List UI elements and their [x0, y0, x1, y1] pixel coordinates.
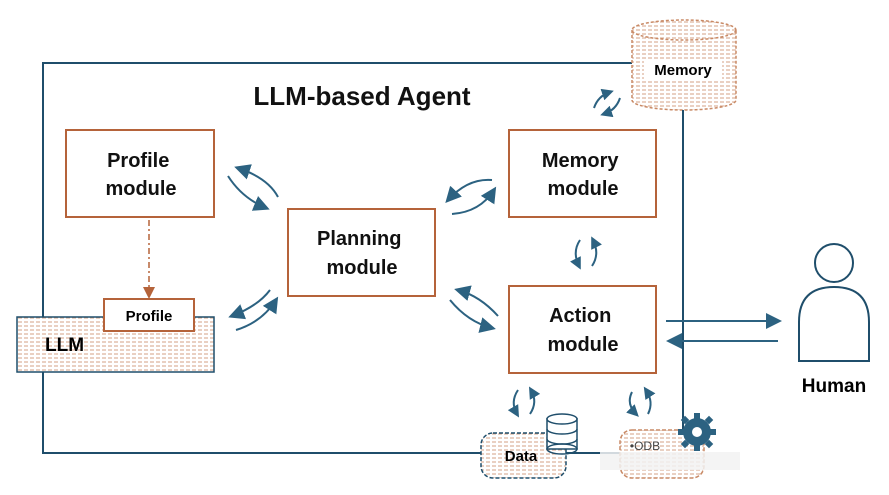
- memory-store-cylinder: Memory: [631, 19, 737, 111]
- arrow-planning-action: [449, 285, 499, 333]
- memory-module-line1: Memory: [542, 150, 620, 172]
- data-store-label: Data: [505, 448, 538, 465]
- arrow-planning-llm: [228, 289, 279, 331]
- memory-store-label: Memory: [654, 62, 712, 79]
- action-module-line2: module: [547, 334, 618, 356]
- arrow-action-data: [507, 386, 541, 418]
- action-module[interactable]: Action module: [508, 285, 657, 374]
- arrow-planning-memory: [445, 178, 497, 215]
- memory-module[interactable]: Memory module: [508, 129, 657, 218]
- data-store[interactable]: Data: [480, 432, 567, 479]
- llm-profile-tab[interactable]: Profile: [103, 298, 195, 332]
- human-head-icon: [814, 243, 854, 283]
- planning-module-line2: module: [326, 257, 397, 279]
- arrow-memory-store: [593, 88, 621, 118]
- llm-profile-tab-label: Profile: [126, 308, 173, 325]
- tool-store-label: •ODB: [630, 439, 660, 453]
- human-figure: Human: [798, 243, 870, 397]
- human-body-icon: [798, 285, 870, 362]
- action-module-line1: Action: [549, 305, 611, 327]
- arrow-memory-action: [570, 236, 602, 270]
- planning-module-line1: Planning: [317, 228, 401, 250]
- profile-module-line2: module: [105, 178, 176, 200]
- diagram-title: LLM-based Agent: [253, 81, 470, 111]
- arrow-profile-planning: [227, 164, 279, 211]
- profile-module-line1: Profile: [107, 150, 169, 172]
- svg-text:Action module: Action module: [547, 305, 618, 356]
- svg-text:Planning module: Planning module: [317, 228, 407, 279]
- gear-icon: [678, 413, 716, 451]
- human-label: Human: [802, 376, 866, 397]
- tool-store[interactable]: •ODB: [600, 429, 740, 479]
- memory-module-line2: module: [547, 178, 618, 200]
- svg-text:Profile module: Profile module: [105, 150, 176, 200]
- planning-module[interactable]: Planning module: [287, 208, 436, 297]
- arrow-action-tool: [626, 386, 656, 417]
- database-icon: [546, 413, 578, 455]
- svg-text:Memory module: Memory module: [542, 150, 624, 200]
- llm-label: LLM: [45, 335, 84, 356]
- profile-module[interactable]: Profile module: [65, 129, 215, 218]
